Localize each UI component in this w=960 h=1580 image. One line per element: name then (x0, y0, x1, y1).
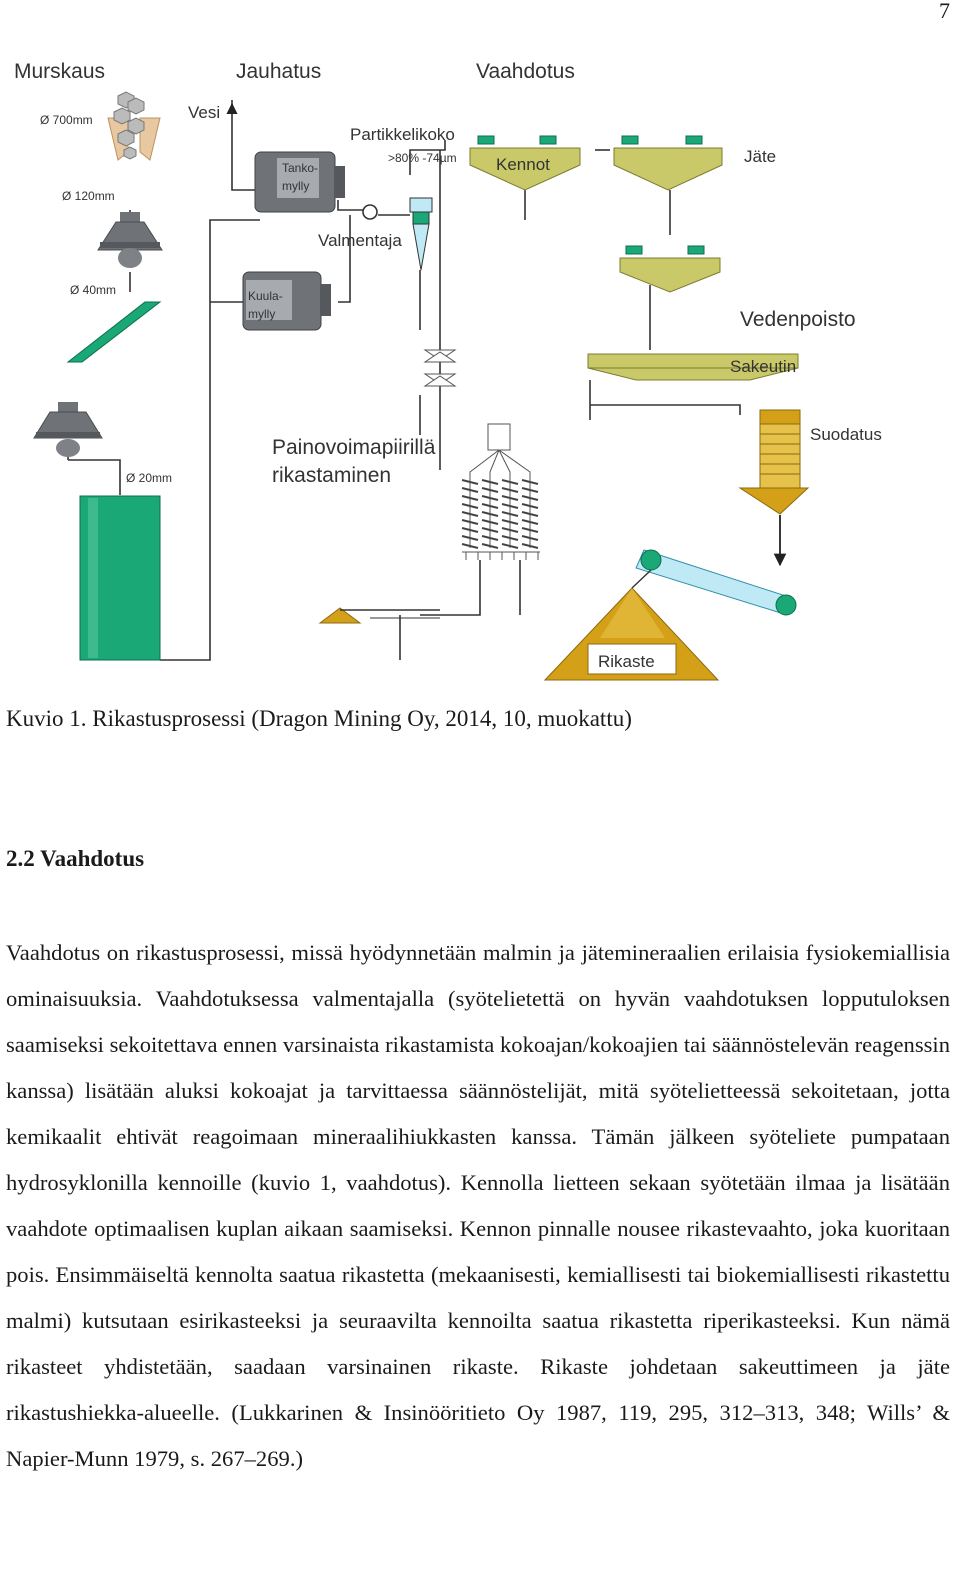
label-suodatus: Suodatus (810, 425, 882, 444)
label-vaahdotus: Vaahdotus (476, 60, 575, 83)
body-paragraph: Vaahdotus on rikastusprosessi, missä hyö… (6, 940, 950, 1471)
flotation-cell-2 (613, 135, 723, 191)
pump-icon (362, 204, 378, 220)
filter (738, 409, 810, 515)
label-sakeutin: Sakeutin (730, 357, 796, 376)
jaw-crusher (107, 91, 161, 161)
gravity-screens (423, 349, 457, 387)
cone-crusher-2 (33, 402, 103, 457)
stacker-conveyor (631, 549, 797, 616)
shaking-table (318, 607, 440, 630)
ore-bin (79, 495, 161, 661)
figure-caption: Kuvio 1. Rikastusprosessi (Dragon Mining… (6, 706, 632, 731)
label-vesi: Vesi (188, 103, 220, 122)
label-partikkelikoko: Partikkelikoko (350, 125, 455, 144)
hydrocyclone (409, 197, 433, 271)
label-kuula-2: mylly (248, 307, 275, 321)
rod-mill (254, 151, 345, 213)
cone-crusher-1 (97, 212, 163, 268)
label-jauhatus: Jauhatus (236, 60, 321, 83)
label-vedenpoisto: Vedenpoisto (740, 308, 856, 331)
label-murskaus: Murskaus (14, 60, 105, 83)
label-tanko-2: mylly (282, 179, 309, 193)
label-tanko-1: Tanko- (282, 161, 318, 175)
label-size-700: Ø 700mm (40, 113, 93, 127)
process-figure: Murskaus Jauhatus Vaahdotus Ø 700mm Ø 12… (0, 40, 960, 700)
thickener (587, 353, 799, 381)
label-size-120: Ø 120mm (62, 189, 115, 203)
label-particle-spec: >80% -74µm (388, 151, 457, 165)
label-kennot: Kennot (496, 155, 550, 174)
label-jate: Jäte (744, 147, 776, 166)
conveyor-1 (66, 301, 162, 363)
label-valmentaja: Valmentaja (318, 231, 402, 250)
flotation-cell-1 (469, 135, 581, 191)
process-lines (67, 100, 741, 661)
label-painovoima-2: rikastaminen (272, 464, 391, 487)
flotation-cell-3 (619, 245, 721, 293)
page-number: 7 (939, 0, 950, 23)
label-painovoima-1: Painovoimapiirillä (272, 436, 436, 459)
label-kuula-1: Kuula- (248, 289, 283, 303)
label-size-40: Ø 40mm (70, 283, 116, 297)
process-diagram: Murskaus Jauhatus Vaahdotus Ø 700mm Ø 12… (14, 60, 882, 681)
label-size-20: Ø 20mm (126, 471, 172, 485)
section-heading: 2.2 Vaahdotus (6, 846, 145, 871)
ball-mill (242, 271, 331, 331)
concentrate-stockpile (543, 587, 720, 681)
label-rikaste: Rikaste (598, 652, 655, 671)
spiral-concentrators (461, 423, 540, 560)
